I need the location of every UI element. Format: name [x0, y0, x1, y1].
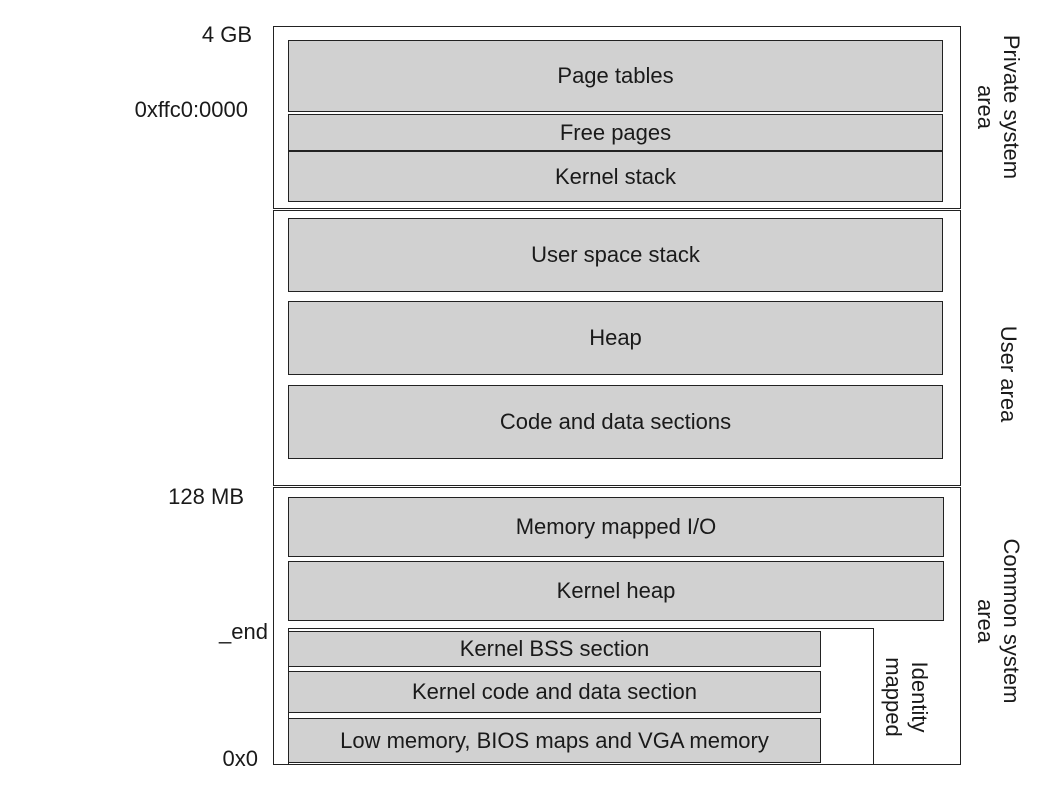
label-user-area-text: User area — [996, 325, 1021, 423]
block-free-pages: Free pages — [288, 114, 943, 151]
block-kernel-bss-section: Kernel BSS section — [288, 631, 821, 667]
label-common-line1: Common system — [999, 538, 1024, 704]
block-memory-mapped-io: Memory mapped I/O — [288, 497, 944, 557]
block-code-and-data-sections: Code and data sections — [288, 385, 943, 459]
block-page-tables: Page tables — [288, 40, 943, 112]
label-private-line2: area — [973, 84, 998, 130]
address-0x0: 0x0 — [222, 746, 258, 771]
address-end-symbol: _end — [219, 619, 268, 644]
label-private-line1: Private system — [999, 34, 1024, 180]
block-kernel-code-and-data-section: Kernel code and data section — [288, 671, 821, 713]
label-private-system-area: Private system area — [972, 32, 1024, 182]
block-low-memory-bios-vga: Low memory, BIOS maps and VGA memory — [288, 718, 821, 763]
address-4gb: 4 GB — [201, 22, 252, 47]
label-identity-line1: Identity — [907, 661, 932, 733]
address-0xffc00000: 0xffc0:0000 — [134, 97, 248, 122]
label-identity-line2: mapped — [881, 657, 906, 737]
label-common-system-area: Common system area — [972, 536, 1024, 706]
block-kernel-stack: Kernel stack — [288, 151, 943, 202]
block-heap: Heap — [288, 301, 943, 375]
label-user-area: User area — [995, 312, 1021, 436]
label-common-line2: area — [973, 598, 998, 644]
block-kernel-heap: Kernel heap — [288, 561, 944, 621]
block-user-space-stack: User space stack — [288, 218, 943, 292]
label-identity-mapped: Identity mapped — [880, 647, 932, 747]
address-128mb: 128 MB — [168, 484, 244, 509]
